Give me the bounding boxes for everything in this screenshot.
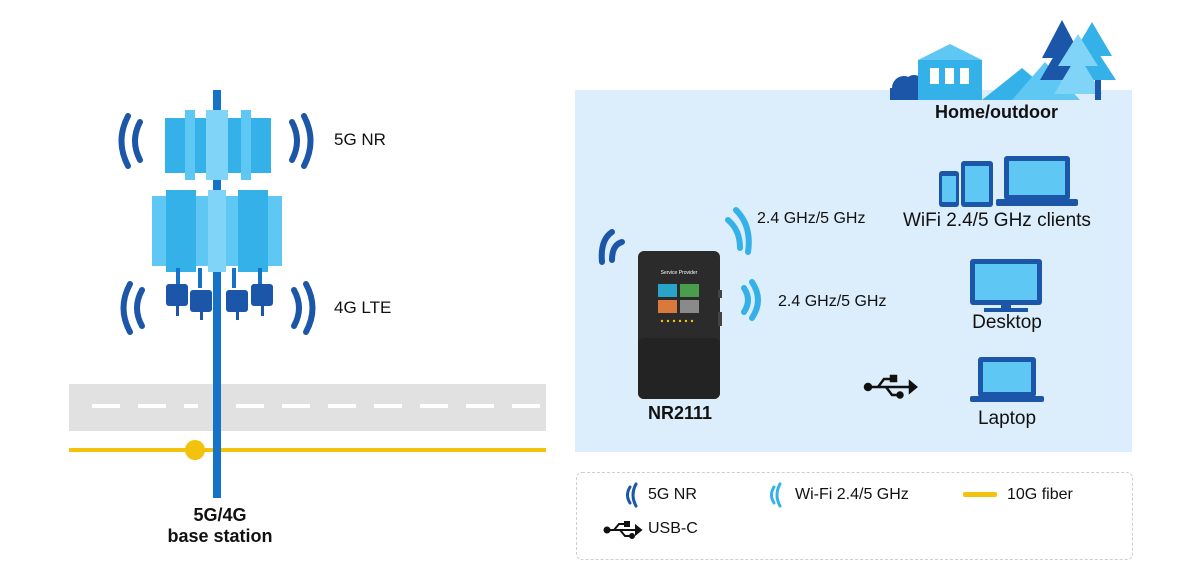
nr2111-device (638, 251, 722, 399)
legend-label-fiber: 10G fiber (1007, 486, 1073, 503)
device-wifi-signal-icon-mid (741, 279, 761, 321)
laptop-icon (970, 357, 1044, 402)
clients-label: WiFi 2.4/5 GHz clients (903, 210, 1091, 231)
4g-signal-icon-right (291, 281, 316, 335)
legend-usb-icon (603, 521, 643, 539)
device-wifi-signal-icon-top (725, 207, 752, 255)
home-outdoor-icon (890, 20, 1116, 100)
middle-antenna-panel (152, 190, 282, 288)
wifi-clients-icon (939, 156, 1078, 207)
device-name-label: NR2111 (647, 403, 713, 423)
tower-5g-label: 5G NR (334, 130, 386, 149)
legend-box (576, 472, 1133, 560)
desktop-label: Desktop (972, 312, 1042, 333)
legend-wifi-signal-icon (770, 482, 782, 508)
4g-radio-units (166, 284, 273, 320)
legend-5g-signal-icon (626, 482, 638, 508)
tower-caption-line1: 5G/4G (193, 505, 247, 525)
laptop-label: Laptop (977, 408, 1037, 429)
tower-mast (213, 90, 221, 498)
fiber-line (69, 440, 546, 460)
device-screen-title: Service Provider (661, 270, 698, 276)
desktop-icon (970, 259, 1042, 312)
5g-signal-icon-right (289, 113, 314, 169)
5g-signal-icon-left (118, 113, 143, 169)
legend-label-wifi: Wi-Fi 2.4/5 GHz (795, 486, 909, 503)
usb-icon (863, 374, 918, 399)
5g-antenna-array (165, 110, 271, 180)
road (69, 384, 546, 431)
legend-label-usb: USB-C (648, 520, 698, 537)
tower-caption-line2: base station (167, 526, 273, 546)
tower-4g-label: 4G LTE (334, 298, 392, 317)
wifi-band-mid-label: 2.4 GHz/5 GHz (778, 293, 887, 310)
4g-signal-icon-left (120, 281, 145, 335)
legend-label-5g: 5G NR (648, 486, 697, 503)
legend-fiber-line-icon (963, 492, 997, 497)
device-5g-signal-icon (598, 229, 625, 265)
home-outdoor-label: Home/outdoor (935, 102, 1058, 122)
wifi-band-top-label: 2.4 GHz/5 GHz (757, 210, 866, 227)
